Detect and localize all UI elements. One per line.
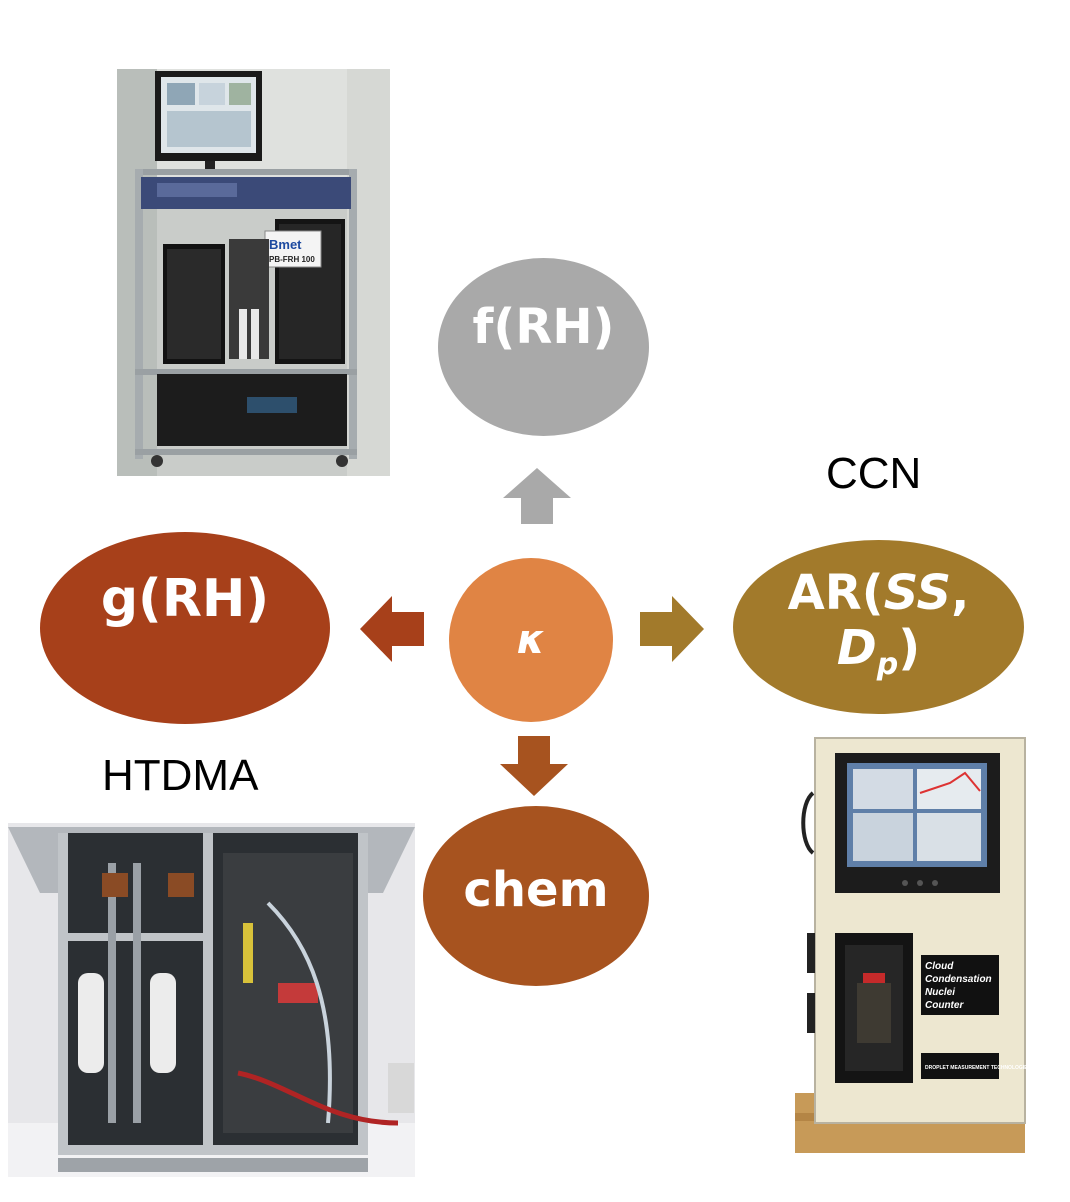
ar-d: D bbox=[836, 619, 877, 676]
arrow-right-shape bbox=[640, 596, 704, 662]
htdma-photo bbox=[8, 823, 415, 1177]
ar-close: ) bbox=[898, 619, 921, 676]
arrow-up-shape bbox=[503, 468, 571, 524]
node-grh: g(RH) bbox=[40, 532, 330, 724]
arrow-left-shape bbox=[360, 596, 424, 662]
node-chem-label: chem bbox=[463, 862, 609, 918]
node-frh: f(RH) bbox=[438, 258, 649, 436]
arrow-down bbox=[500, 736, 568, 796]
nephelometer-model: PB-FRH 100 bbox=[269, 255, 315, 264]
node-ar-line2: Dp) bbox=[836, 619, 921, 683]
nephelometer-brand: Bmet bbox=[269, 237, 302, 252]
node-ar-line1: AR(SS, bbox=[787, 564, 970, 621]
ccn-footer: DROPLET MEASUREMENT TECHNOLOGIES bbox=[925, 1065, 1032, 1071]
arrow-down-shape bbox=[500, 736, 568, 796]
node-kappa-label: κ bbox=[516, 617, 546, 663]
ccn-panel-line2: Condensation bbox=[925, 974, 992, 985]
ar-comma: , bbox=[951, 564, 970, 621]
node-chem: chem bbox=[423, 806, 649, 986]
ccn-panel-line3: Nuclei bbox=[925, 987, 955, 998]
nephelometer-photo: Bmet PB-FRH 100 bbox=[117, 69, 390, 476]
ar-p-sub: p bbox=[876, 646, 899, 682]
node-kappa: κ bbox=[449, 558, 613, 722]
node-ar: AR(SS, Dp) bbox=[733, 540, 1024, 714]
arrow-up bbox=[503, 468, 571, 524]
ccn-counter-photo: Cloud Condensation Nuclei Counter DROPLE… bbox=[775, 733, 1043, 1153]
ccn-panel-line4: Counter bbox=[925, 1000, 964, 1011]
htdma-label: HTDMA bbox=[102, 751, 259, 800]
ccn-label: CCN bbox=[826, 449, 922, 498]
ar-ss: SS bbox=[883, 564, 952, 621]
ar-prefix: AR( bbox=[787, 564, 884, 621]
node-frh-label: f(RH) bbox=[472, 299, 615, 355]
arrow-left bbox=[360, 596, 424, 662]
arrow-right bbox=[640, 596, 704, 662]
ccn-panel-line1: Cloud bbox=[925, 961, 954, 972]
node-grh-label: g(RH) bbox=[100, 569, 270, 629]
